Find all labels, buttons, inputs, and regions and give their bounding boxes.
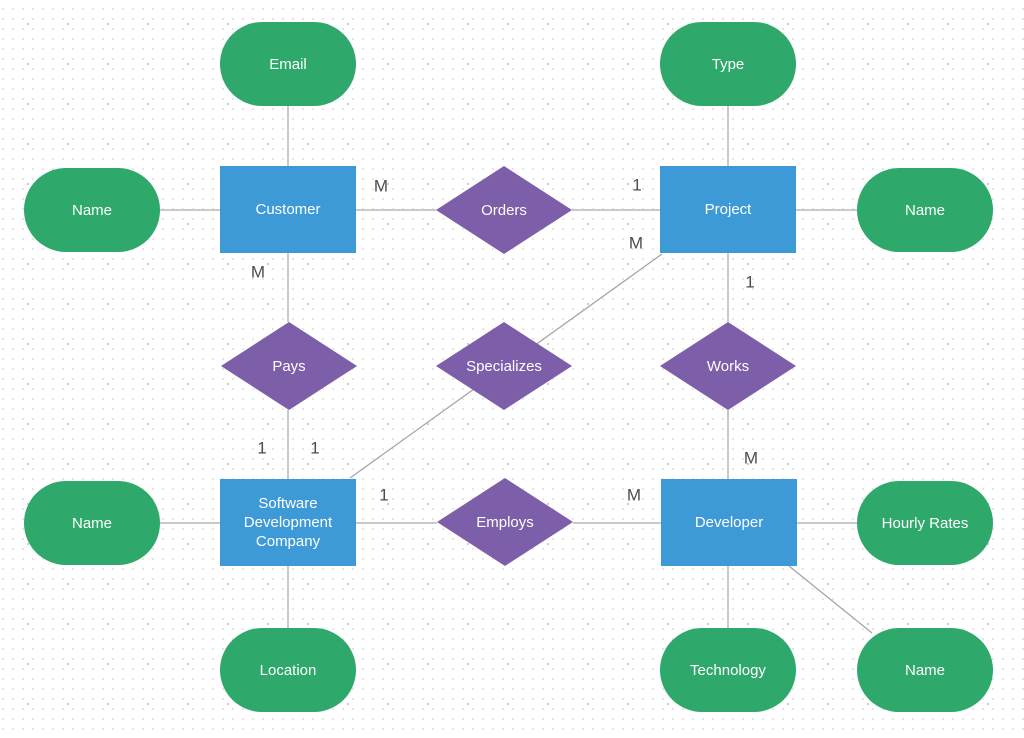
attribute-name-of-project[interactable]: Name (857, 168, 993, 252)
cardinality-customer-pays-m: M (250, 262, 266, 282)
entity-project[interactable]: Project (660, 166, 796, 253)
cardinality-employs-developer-m: M (626, 485, 642, 505)
cardinality-pays-company-1: 1 (257, 438, 267, 458)
attribute-name-of-company[interactable]: Name (24, 481, 160, 565)
cardinality-company-employs-1: 1 (379, 485, 389, 505)
shape-label: Hourly Rates (881, 514, 969, 532)
shape-label: Location (259, 661, 317, 679)
shape-label: Specializes (466, 357, 542, 375)
shape-label: Name (71, 201, 112, 219)
shape-label: Pays (272, 357, 306, 375)
shape-label: Employs (476, 513, 534, 531)
cardinality-customer-orders-m: M (373, 176, 389, 196)
shape-label: Developer (694, 514, 764, 531)
shape-label: Email (269, 55, 307, 73)
attribute-location[interactable]: Location (220, 628, 356, 712)
connector-developer-to-name (788, 565, 873, 634)
shape-label: Software Development Company (243, 495, 333, 550)
shape-label: Technology (690, 661, 766, 679)
shape-label: Type (711, 55, 745, 73)
cardinality-project-works-1: 1 (745, 272, 755, 292)
attribute-email[interactable]: Email (220, 22, 356, 106)
shape-label: Works (706, 357, 750, 375)
cardinality-project-orders-1: 1 (632, 175, 642, 195)
attribute-technology[interactable]: Technology (660, 628, 796, 712)
attribute-hourly-rates[interactable]: Hourly Rates (857, 481, 993, 565)
shape-label: Customer (255, 201, 321, 218)
entity-software-development-company[interactable]: Software Development Company (220, 479, 356, 566)
cardinality-project-specializes-m: M (628, 233, 644, 253)
attribute-name-of-customer[interactable]: Name (24, 168, 160, 252)
attribute-type[interactable]: Type (660, 22, 796, 106)
shape-label: Orders (481, 201, 527, 219)
cardinality-specializes-company-1: 1 (310, 438, 320, 458)
entity-developer[interactable]: Developer (661, 479, 797, 566)
attribute-name-of-developer[interactable]: Name (857, 628, 993, 712)
shape-label: Project (704, 201, 752, 218)
shape-label: Name (904, 201, 945, 219)
cardinality-works-developer-m: M (743, 448, 759, 468)
entity-customer[interactable]: Customer (220, 166, 356, 253)
shape-label: Name (904, 661, 945, 679)
shape-label: Name (71, 514, 112, 532)
